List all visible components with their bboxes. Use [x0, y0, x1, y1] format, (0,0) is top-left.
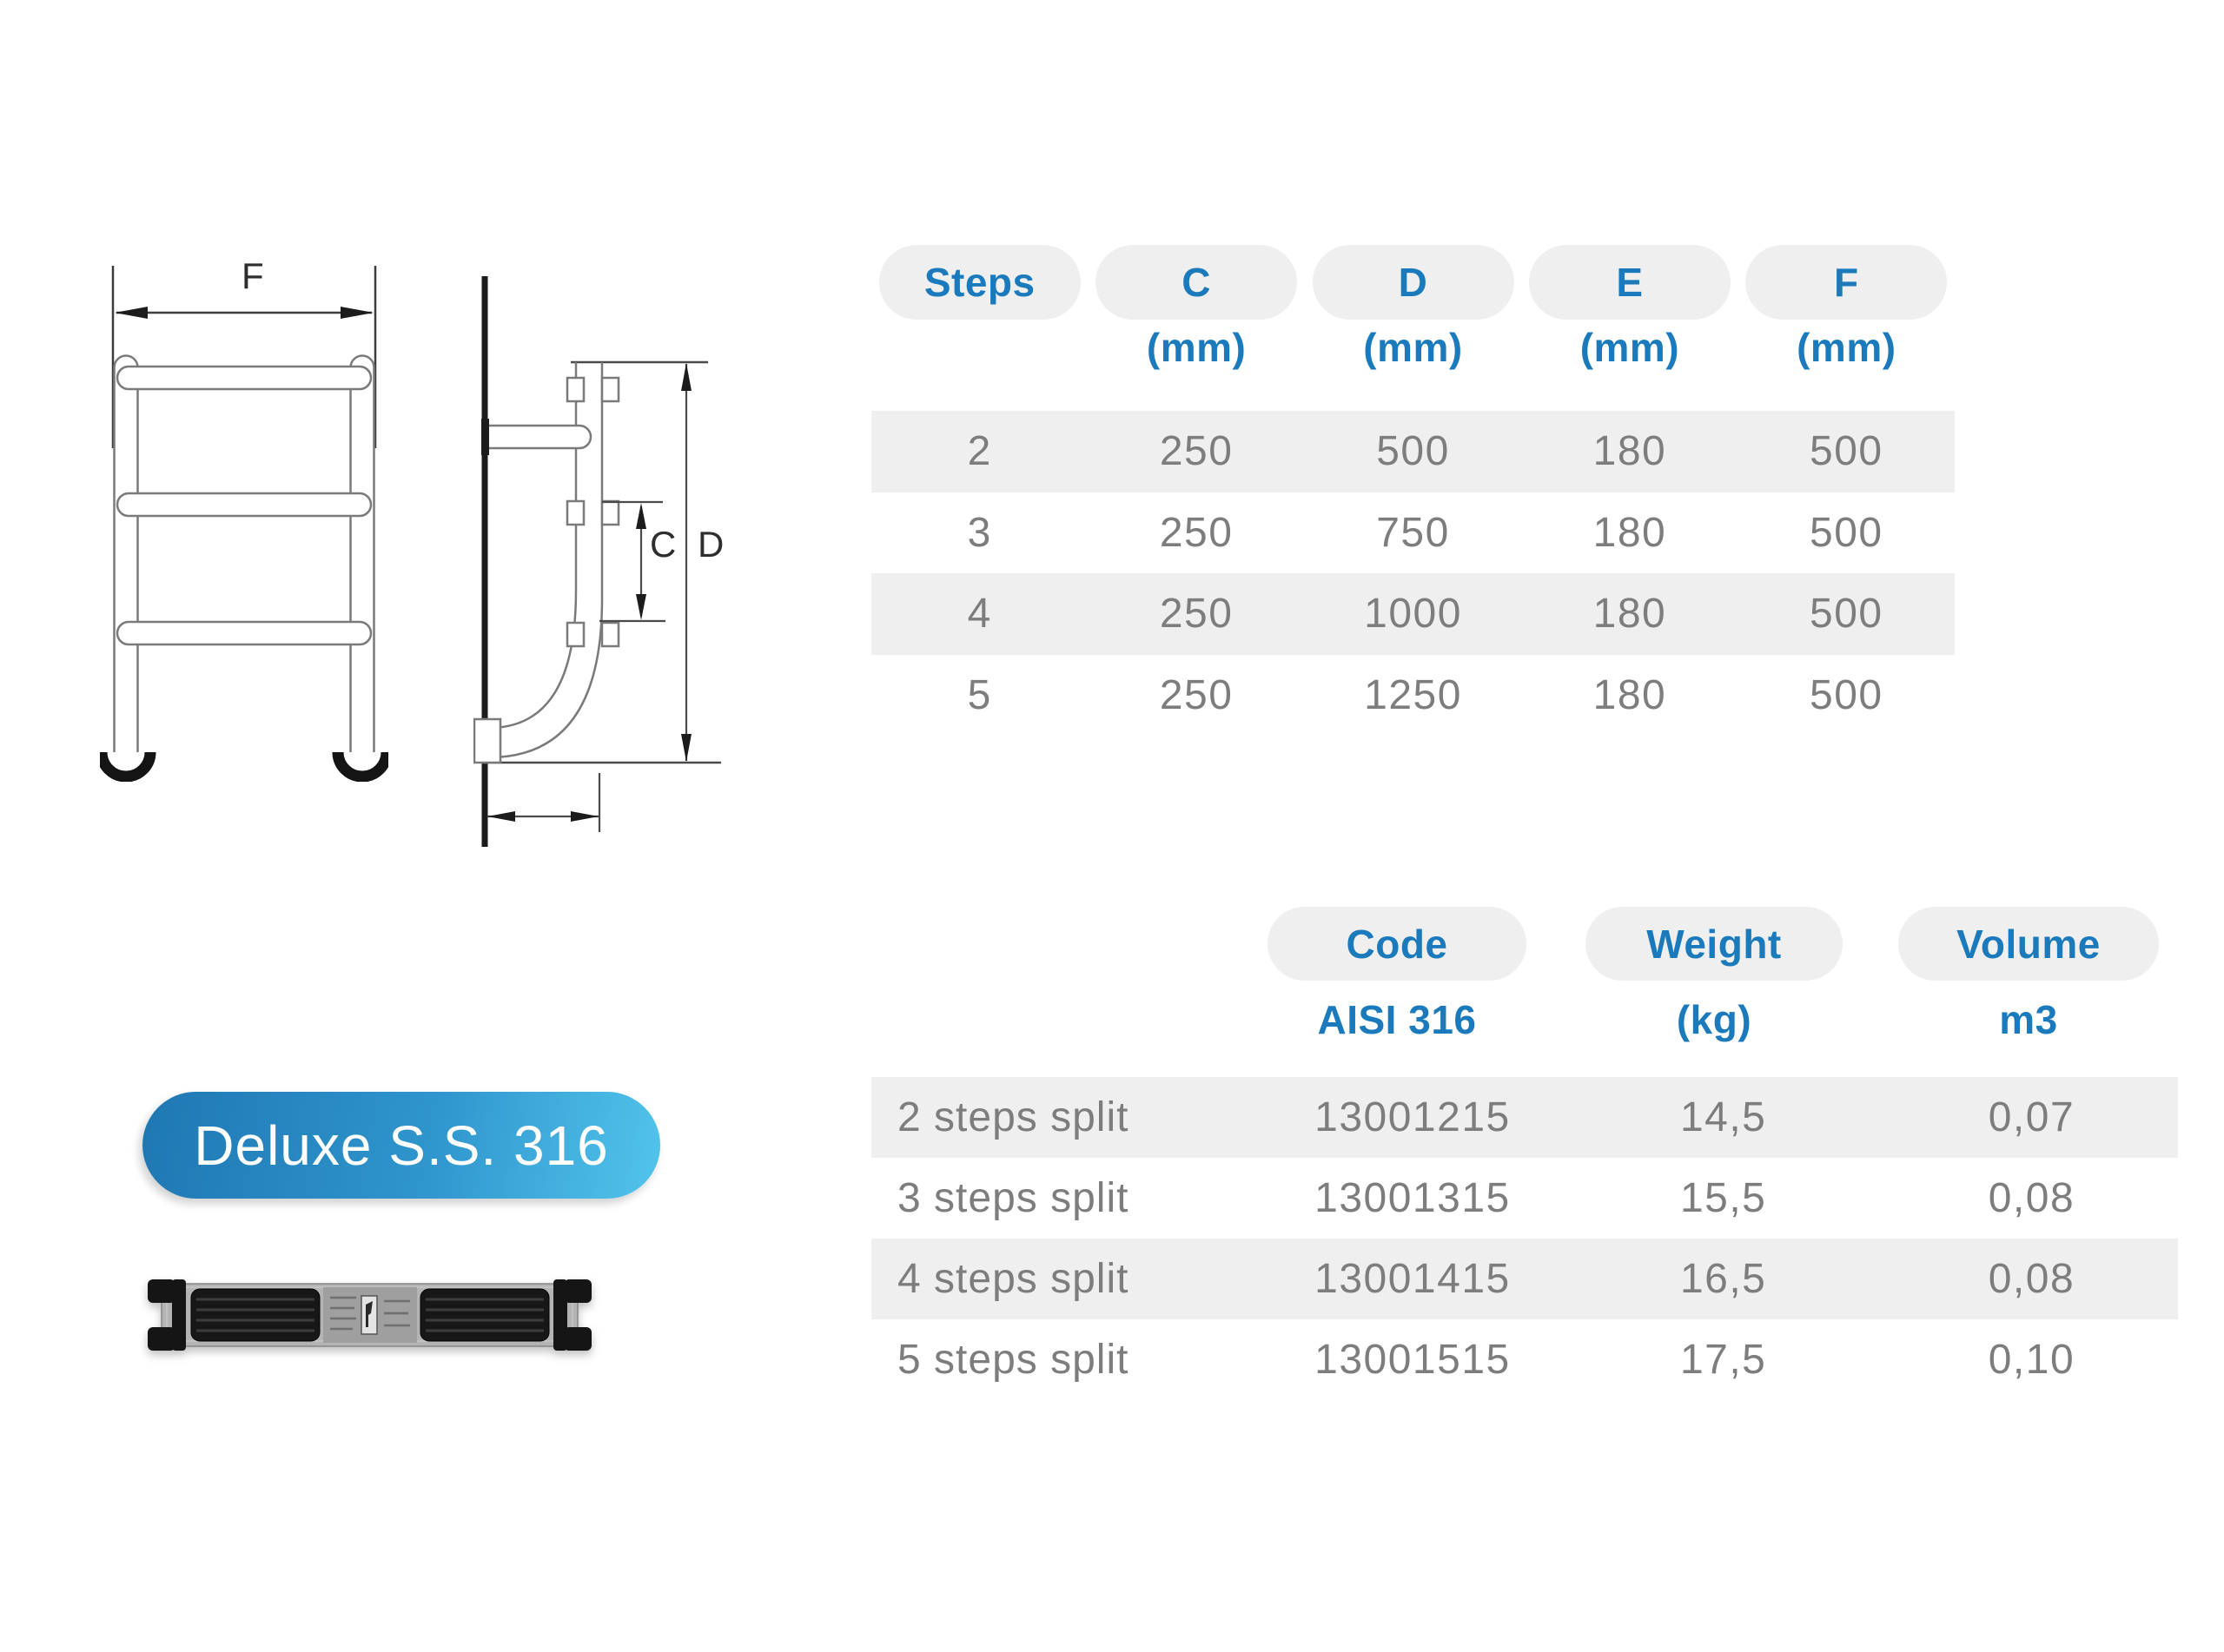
products-cell-weight: 17,5: [1679, 1337, 1767, 1383]
dims-cell-d: 1000: [1364, 591, 1462, 638]
products-header-cell-volume: Volume: [1879, 907, 2178, 981]
dims-header-cell-d: D: [1305, 245, 1521, 320]
dims-cell-steps: 3: [967, 509, 992, 556]
dims-units-cell-c: (mm): [1146, 325, 1247, 370]
dims-header-cell-f: F: [1738, 245, 1955, 320]
dims-units-cell-d: (mm): [1363, 325, 1463, 370]
ladder-front-view-diagram: F: [96, 255, 393, 783]
products-cell-name: 2 steps split: [897, 1094, 1129, 1140]
side-rung-spacing-dimension-label: C: [650, 524, 677, 565]
series-badge: Deluxe S.S. 316: [142, 1092, 660, 1199]
ladder-side-view-drawing: [473, 276, 721, 847]
products-cell-code: 13001415: [1314, 1256, 1511, 1302]
dims-units-cell-f: (mm): [1797, 325, 1896, 370]
ladder-step-photo: [137, 1275, 602, 1363]
products-table-units-row: AISI 316 (kg) m3: [871, 981, 2178, 1059]
dims-header-pill-f: F: [1745, 245, 1948, 320]
products-cell-name: 3 steps split: [897, 1175, 1129, 1221]
products-cell-weight: 14,5: [1679, 1094, 1767, 1140]
products-header-pill-weight: Weight: [1585, 907, 1843, 981]
dims-cell-steps: 4: [967, 591, 992, 638]
products-cell-code: 13001515: [1314, 1337, 1511, 1383]
dimensions-table-body: 2 250 500 180 500 3 250 750 180 500 4 250 1000 180 500…: [871, 411, 1955, 736]
products-header-cell-weight: Weight: [1549, 907, 1879, 981]
dims-cell-f: 500: [1810, 591, 1883, 638]
products-units-cell-code: AISI 316: [1317, 997, 1477, 1042]
products-table-row: 3 steps split 13001315 15,5 0,08: [871, 1158, 2178, 1239]
dims-cell-c: 250: [1159, 591, 1234, 638]
dims-cell-f: 500: [1810, 509, 1883, 556]
products-cell-volume: 0,08: [1988, 1256, 2075, 1302]
products-units-cell-volume: m3: [1999, 997, 2058, 1042]
dims-header-pill-e: E: [1528, 245, 1731, 320]
dims-cell-e: 180: [1592, 671, 1667, 718]
dims-table-row: 4 250 1000 180 500: [871, 573, 1955, 655]
products-table-row: 4 steps split 13001415 16,5 0,08: [871, 1239, 2178, 1319]
dims-header-cell-c: C: [1088, 245, 1304, 320]
products-cell-volume: 0,07: [1988, 1094, 2075, 1140]
dims-cell-e: 180: [1592, 591, 1667, 638]
front-width-dimension-label: F: [242, 255, 264, 296]
products-table-body: 2 steps split 13001215 14,5 0,07 3 steps spl…: [871, 1077, 2178, 1400]
products-cell-volume: 0,10: [1988, 1337, 2075, 1383]
ladder-step-image: [148, 1279, 592, 1351]
products-cell-code: 13001215: [1314, 1094, 1511, 1140]
products-cell-code: 13001315: [1314, 1175, 1511, 1221]
dims-header-pill-d: D: [1312, 245, 1514, 320]
products-table-header-row: Code Weight Volume: [871, 907, 2178, 981]
products-units-cell-weight: (kg): [1676, 997, 1752, 1042]
dims-header-cell-e: E: [1521, 245, 1738, 320]
dims-cell-d: 500: [1376, 428, 1450, 475]
products-cell-name: 5 steps split: [897, 1337, 1129, 1383]
products-cell-weight: 15,5: [1679, 1175, 1767, 1221]
products-cell-volume: 0,08: [1988, 1175, 2075, 1221]
dims-table-row: 2 250 500 180 500: [871, 411, 1955, 492]
products-units-cell-name: [871, 981, 1245, 1059]
dims-cell-c: 250: [1159, 671, 1234, 718]
dims-cell-c: 250: [1159, 428, 1234, 475]
side-height-dimension-label: D: [698, 524, 725, 565]
dims-cell-f: 500: [1810, 428, 1883, 475]
dims-cell-c: 250: [1159, 509, 1234, 556]
dims-cell-e: 180: [1592, 509, 1667, 556]
ladder-side-view-diagram: C D: [473, 274, 730, 860]
dims-table-row: 5 250 1250 180 500: [871, 655, 1955, 737]
dimensions-table-units-row: (mm) (mm) (mm) (mm): [871, 320, 1955, 411]
products-header-cell-code: Code: [1245, 907, 1549, 981]
dims-header-pill-steps: Steps: [878, 245, 1081, 320]
dims-units-cell-e: (mm): [1579, 325, 1680, 370]
products-cell-name: 4 steps split: [897, 1256, 1129, 1302]
products-table: Code Weight Volume AISI 316 (kg) m3 2 steps …: [871, 907, 2178, 1400]
dims-cell-steps: 2: [967, 428, 992, 475]
dims-cell-steps: 5: [967, 671, 992, 718]
dims-cell-f: 500: [1810, 671, 1883, 718]
dims-header-pill-c: C: [1095, 245, 1298, 320]
dims-cell-d: 1250: [1364, 671, 1462, 718]
dims-units-cell-steps: [871, 320, 1088, 411]
dims-cell-d: 750: [1376, 509, 1450, 556]
dims-header-cell-steps: Steps: [871, 245, 1088, 320]
dims-table-row: 3 250 750 180 500: [871, 492, 1955, 574]
products-cell-weight: 16,5: [1679, 1256, 1767, 1302]
dims-cell-e: 180: [1592, 428, 1667, 475]
products-table-row: 2 steps split 13001215 14,5 0,07: [871, 1077, 2178, 1158]
products-header-pill-volume: Volume: [1898, 907, 2159, 981]
products-table-row: 5 steps split 13001515 17,5 0,10: [871, 1319, 2178, 1400]
products-header-cell-name: [871, 907, 1245, 981]
products-header-pill-code: Code: [1268, 907, 1526, 981]
ladder-front-view-drawing: [96, 266, 393, 783]
